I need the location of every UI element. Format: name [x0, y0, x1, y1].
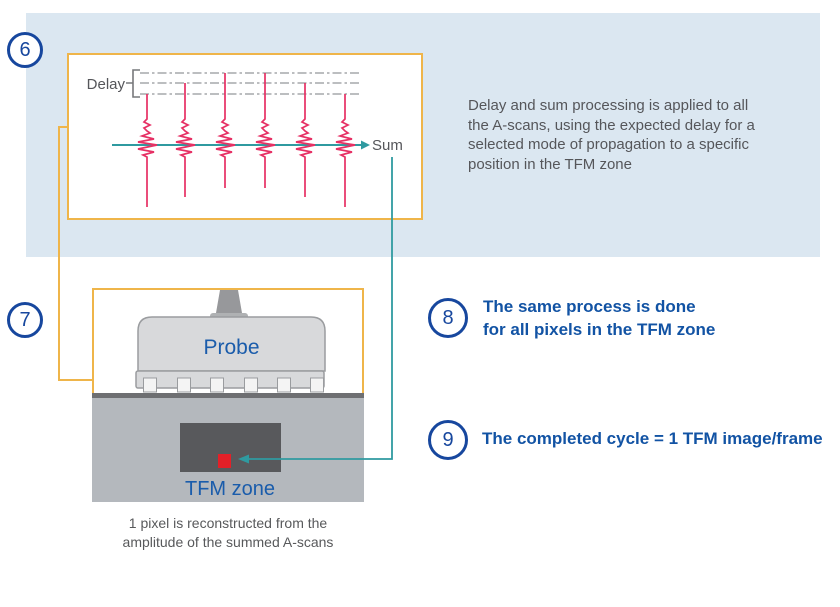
- step-badge-6: 6: [7, 32, 43, 68]
- probe-figure-svg: [92, 290, 364, 502]
- ascan-wavelet: [175, 83, 196, 197]
- figure7-caption: 1 pixel is reconstructed from the amplit…: [122, 515, 334, 550]
- ascan-wavelet: [215, 73, 236, 188]
- material-surface-line: [92, 393, 364, 398]
- probe-figure-box: Probe TFM zone: [92, 288, 364, 502]
- step-number: 8: [442, 306, 454, 329]
- ascan-waveforms-svg: [112, 69, 370, 207]
- ascan-wavelet: [137, 94, 158, 207]
- step-number: 9: [442, 428, 454, 451]
- ascan-figure-box: Delay Sum: [67, 53, 423, 220]
- step8-text: The same process is done for all pixels …: [483, 297, 716, 339]
- ascan-wavelet: [335, 94, 356, 207]
- step9-text: The completed cycle = 1 TFM image/frame: [482, 429, 823, 448]
- tfm-zone-label: TFM zone: [184, 478, 276, 500]
- probe-element-bar: [135, 370, 325, 389]
- delay-bracket: [126, 69, 140, 98]
- step-number: 6: [19, 38, 31, 61]
- step-badge-9: 9: [428, 420, 468, 460]
- probe-connector-icon: [216, 290, 242, 313]
- ascan-wavelet: [295, 83, 316, 197]
- reconstructed-pixel: [218, 454, 231, 468]
- step6-description: Delay and sum processing is applied to a…: [468, 97, 755, 173]
- step-badge-8: 8: [428, 298, 468, 338]
- probe-label: Probe: [203, 336, 260, 359]
- step-number: 7: [19, 308, 31, 331]
- delay-label: Delay: [86, 76, 125, 93]
- step-badge-7: 7: [7, 302, 43, 338]
- ascan-wavelet: [255, 73, 276, 188]
- sum-label: Sum: [372, 137, 403, 154]
